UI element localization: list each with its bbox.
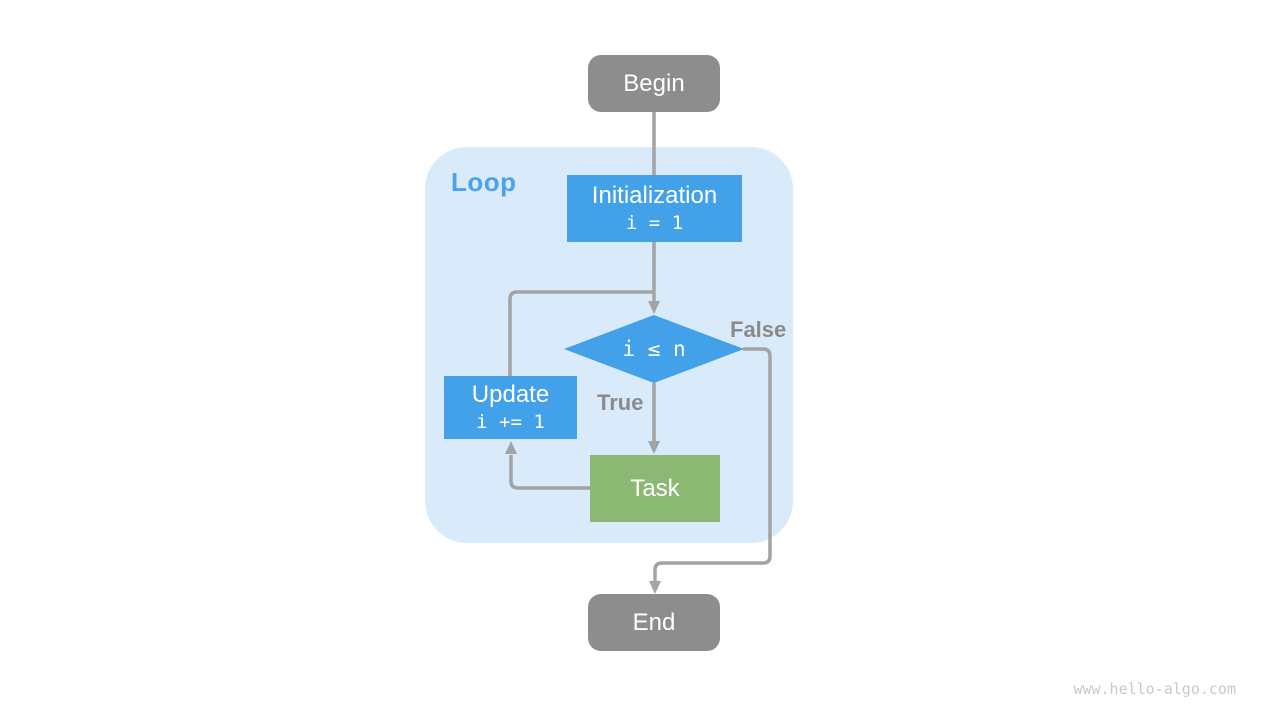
arrowhead-into-end [649,581,661,594]
edge-update-loopback [508,290,653,377]
initialization-code: i = 1 [625,211,684,234]
update-title: Update [471,380,550,408]
end-label: End [632,608,676,636]
edge-condition-false-to-end [653,347,772,583]
node-update: Update i += 1 [444,376,577,439]
condition-code: i ≤ n [622,336,686,361]
arrowhead-into-task [648,441,660,454]
initialization-title: Initialization [591,181,718,209]
false-branch-label: False [730,317,787,342]
loop-label: Loop [451,167,517,197]
arrowhead-into-update [505,441,517,454]
arrowhead-into-condition [648,301,660,314]
node-end: End [588,594,720,651]
task-label: Task [630,474,680,502]
node-task: Task [590,455,720,522]
node-begin: Begin [588,55,720,112]
true-branch-label: True [597,390,644,415]
begin-label: Begin [623,69,685,97]
update-code: i += 1 [476,410,545,433]
edge-task-to-update [509,455,590,490]
node-initialization: Initialization i = 1 [567,175,742,242]
watermark: www.hello-algo.com [1073,680,1236,698]
